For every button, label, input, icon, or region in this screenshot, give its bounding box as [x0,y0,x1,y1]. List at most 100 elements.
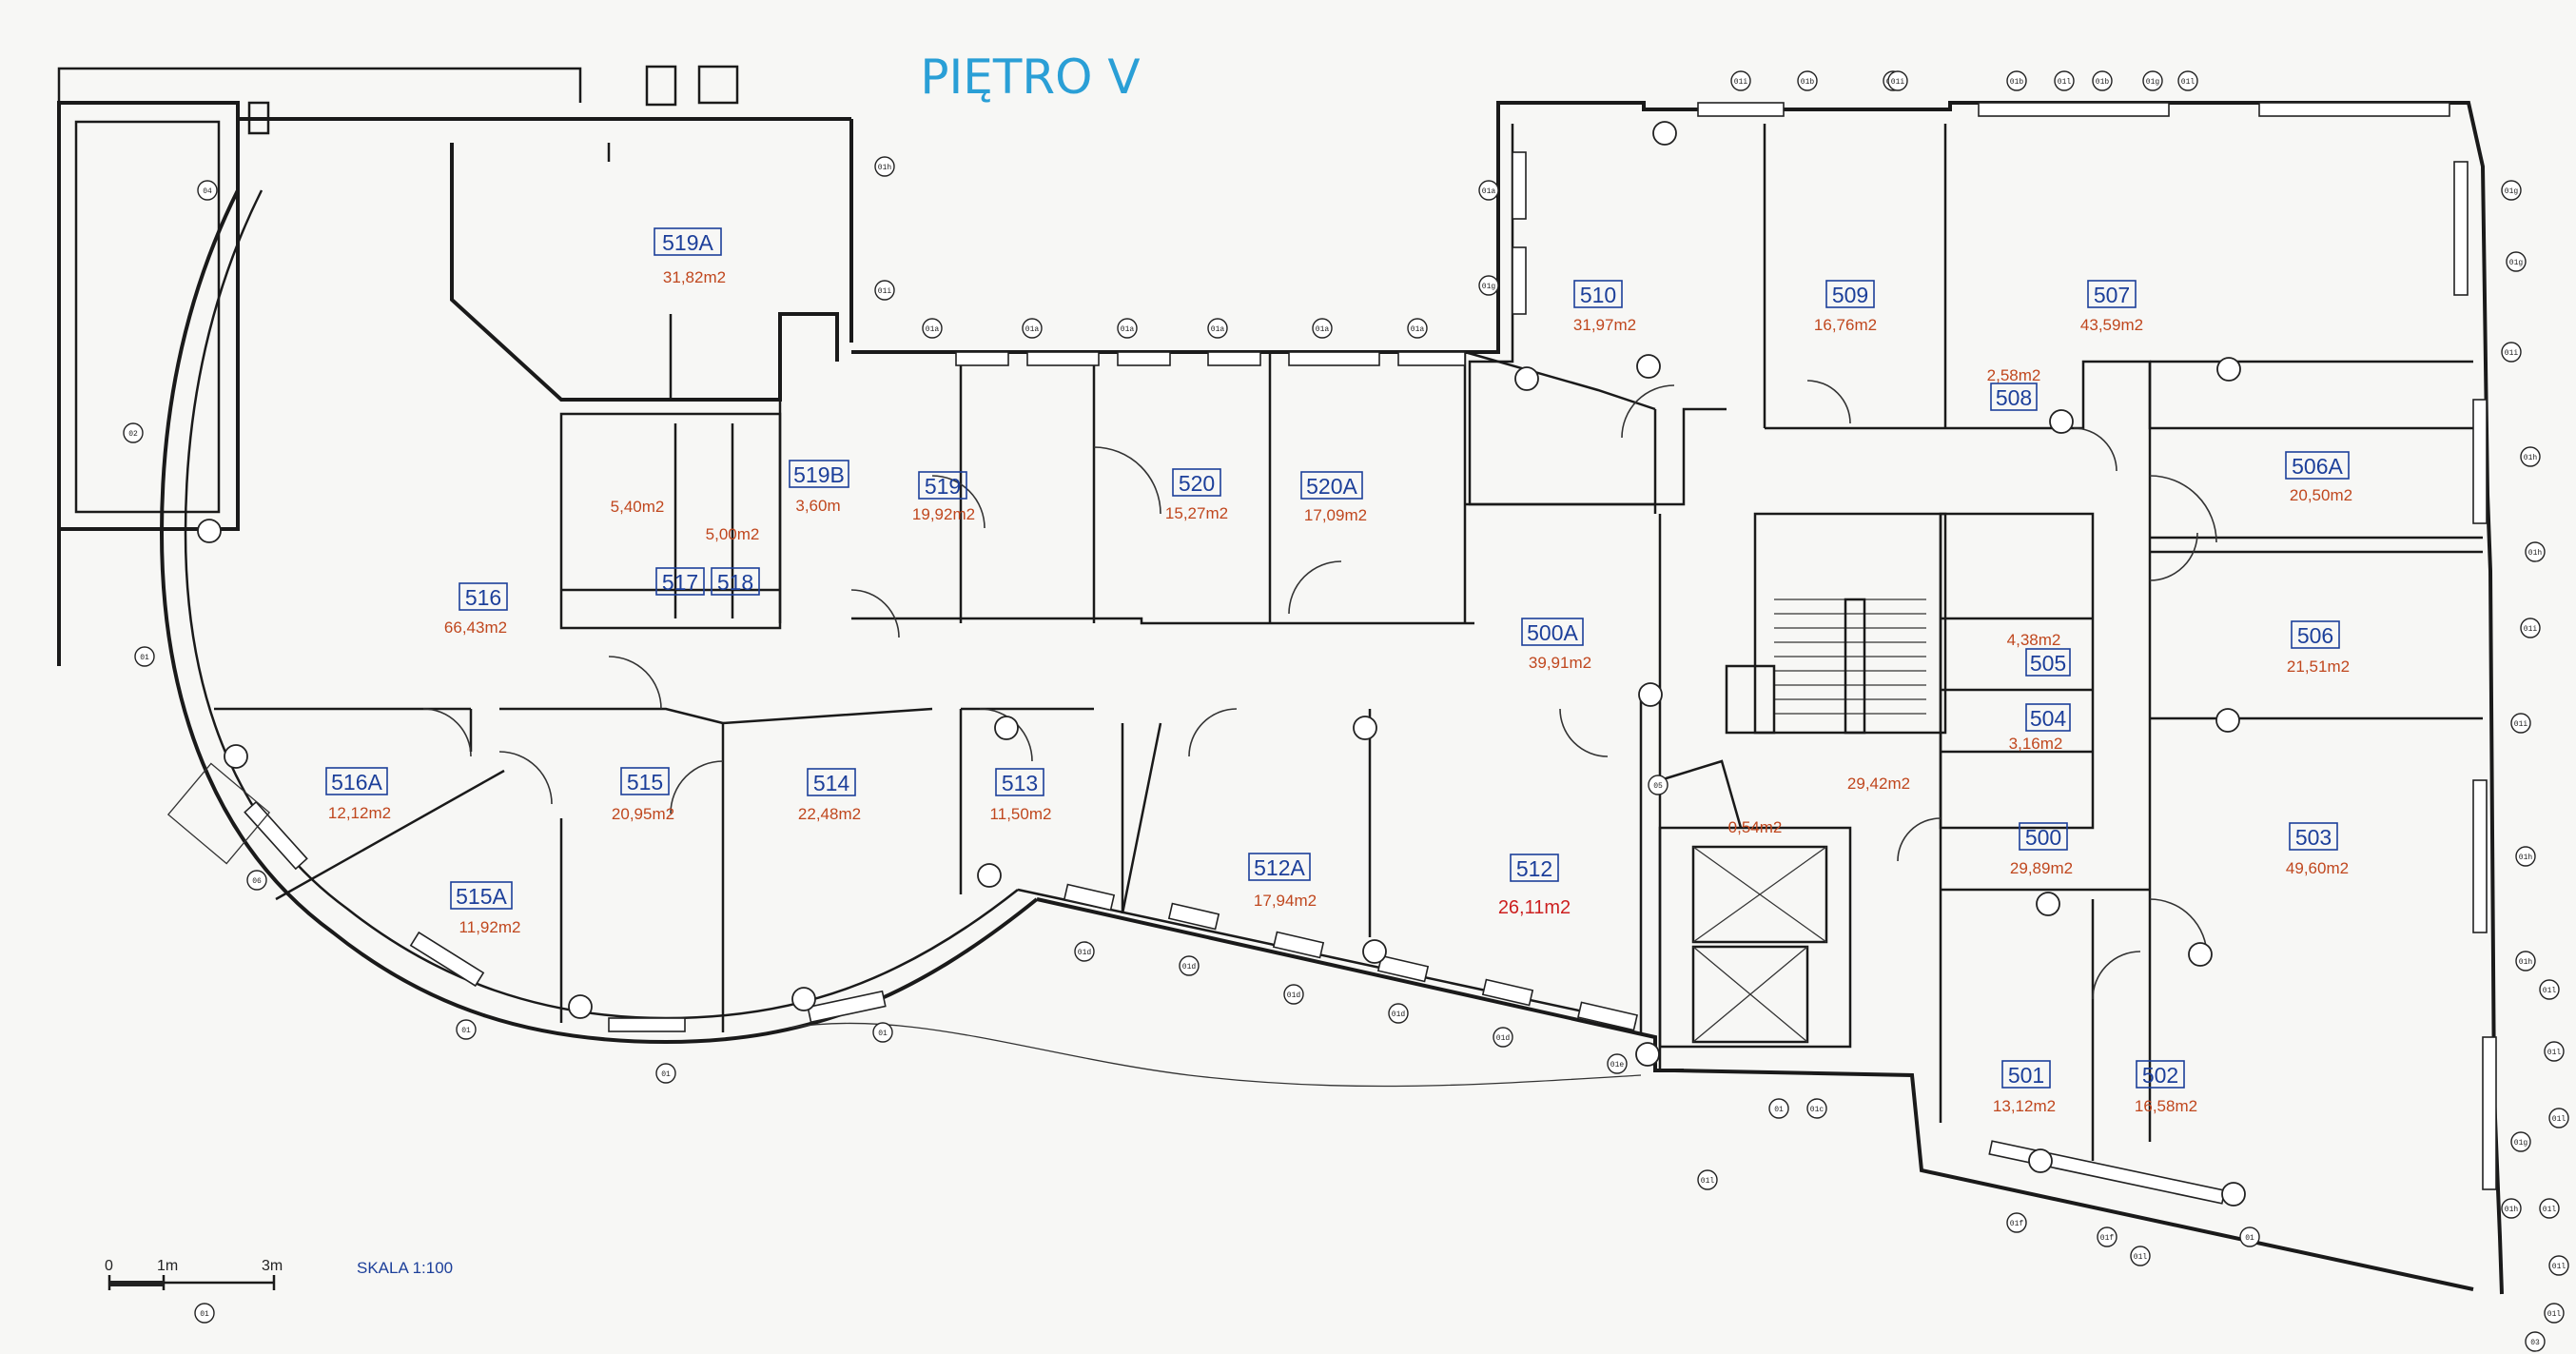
window-tag-circle [2054,70,2075,91]
stair-hall-area: 29,42m2 [1847,775,1910,793]
room-area: 43,59m2 [2080,316,2143,334]
window-tag-circle [2506,251,2527,272]
room-area: 19,92m2 [912,505,975,523]
window-tag-label: 01f [2010,1220,2024,1228]
room-500a: 500A 39,91m2 [1521,618,1591,672]
room-number: 507 [2094,283,2130,307]
window-tag-circle [1207,318,1228,339]
window-tag-label: 01d [1078,949,1092,957]
window-tag-circle [194,1303,215,1324]
room-area: 16,58m2 [2135,1097,2197,1115]
window-tag-circle [1768,1098,1789,1119]
window-tag-circle [922,318,943,339]
scale-tick-0: 0 [105,1258,113,1274]
room-area: 31,97m2 [1573,316,1636,334]
room-number: 502 [2142,1063,2178,1088]
window-tag-circle [2142,70,2163,91]
room-number: 517 [662,570,698,595]
window-tag-label: 01l [2543,1206,2557,1214]
window-tag-label: 01i [878,287,892,296]
room-area: 11,92m2 [459,918,521,936]
walls [57,65,2504,1295]
room-number: 516 [465,585,501,610]
window-tag-label: 03 [2530,1339,2540,1347]
window-tag-label: 04 [203,187,212,196]
window-tag-label: 01 [878,1030,888,1038]
window-tag-circle [1730,70,1751,91]
room-number: 513 [1002,771,1038,795]
window-tag-circle [655,1063,676,1084]
window-tag-label: 02 [128,430,138,439]
window-tag-label: 01 [461,1027,471,1035]
window-tag-circle [2515,951,2536,971]
room-number: 519A [662,230,713,255]
window-tag-label: 01l [1701,1177,1715,1186]
window-tag-label: 01l [2552,1115,2566,1124]
window-tag-label: 01b [2096,78,2110,87]
room-number: 509 [1832,283,1868,307]
room-number: 512 [1516,856,1552,881]
window-tag-circle [456,1019,477,1040]
window-tag-label: 01g [2146,78,2160,87]
window-tag-label: 01l [2543,987,2557,995]
window-tag-circle [2501,180,2522,201]
room-area: 3,16m2 [2009,735,2063,753]
window-tag-label: 01i [1891,78,1905,87]
window-tag-label: 01a [1211,325,1225,334]
room-number: 500A [1527,620,1578,645]
window-tag-circle [2520,618,2541,638]
window-tag-circle [2544,1303,2565,1324]
room-area: 39,91m2 [1529,654,1591,672]
window-tag-circle [1478,275,1499,296]
room-area: 11,50m2 [990,805,1052,823]
room-516: 516 66,43m2 [444,582,508,637]
window-tag-circle [1074,941,1095,962]
scale-bar: 0 1m 3m SKALA 1:100 [105,1258,453,1290]
window-tag-label: 01e [1610,1061,1625,1069]
window-tag-circle [2525,541,2546,562]
window-tag-circle [2510,713,2531,734]
window-tag-circle [1283,984,1304,1005]
window-tag-circle [1117,318,1138,339]
window-tag-label: 01l [2547,1049,2562,1057]
window-tag-label: 01d [1182,963,1197,971]
window-tag-circle [2501,342,2522,363]
window-tag-circle [2177,70,2198,91]
window-tag-label: 01l [2547,1310,2562,1319]
window-tag-circle [874,156,895,177]
room-number: 516A [331,770,382,795]
room-number: 519B [793,462,845,487]
window-tag-label: 01g [2514,1139,2528,1148]
room-area: 29,89m2 [2010,859,2073,877]
window-tag-circle [1493,1027,1513,1048]
room-area: 49,60m2 [2286,859,2349,877]
floor-title: PIĘTRO V [920,49,1140,105]
window-tag-circle [1648,775,1669,795]
room-515a: 515A 11,92m2 [450,881,521,936]
window-tag-label: 01a [1316,325,1330,334]
room-area: 66,43m2 [444,618,507,637]
window-tag-circle [2548,1255,2569,1276]
window-tag-circle [1607,1053,1628,1074]
window-tag-circle [2525,1331,2546,1352]
window-tag-label: 01b [2010,78,2024,87]
room-number: 515A [456,884,507,909]
room-number: 515 [627,770,663,795]
window-tag-circle [1312,318,1333,339]
window-tag-circle [2501,1198,2522,1219]
window-tag-label: 01a [1482,187,1496,196]
window-tag-label: 01d [1496,1034,1511,1043]
window-tag-circle [874,280,895,301]
